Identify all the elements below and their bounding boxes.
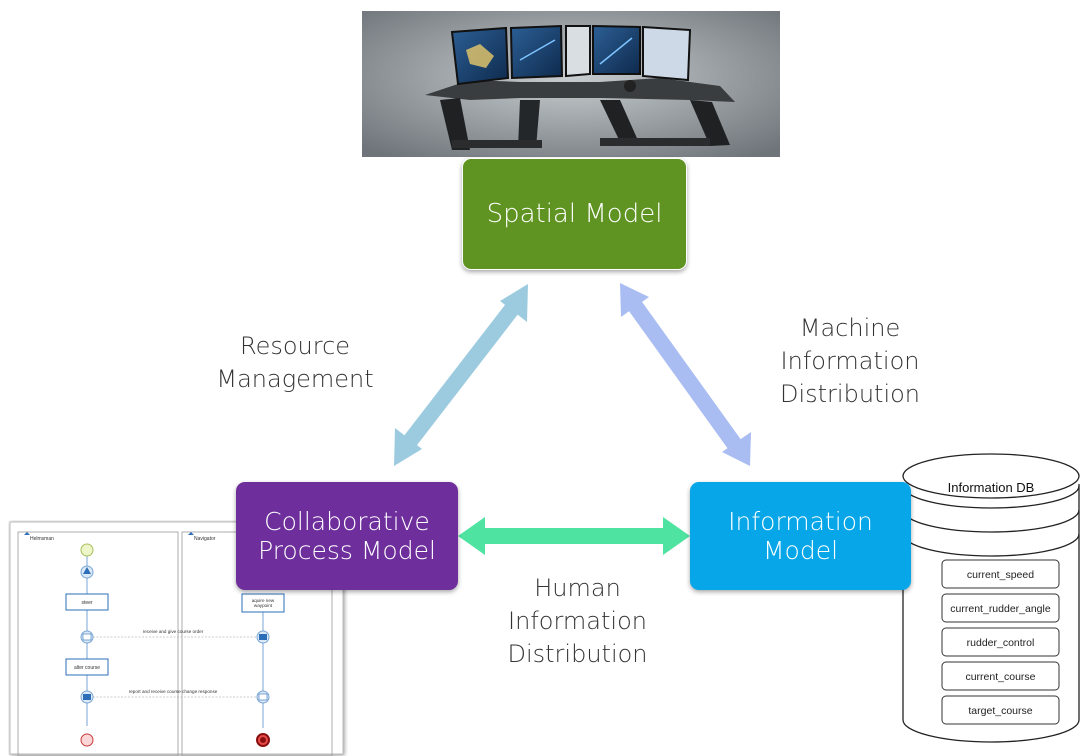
console-icon xyxy=(425,24,735,150)
message-course-order: receive and give course order xyxy=(143,629,204,634)
db-field-box xyxy=(941,661,1060,691)
human-information-arrow xyxy=(458,517,690,555)
collaborative-model-label: Collaborative Process Model xyxy=(258,506,436,566)
db-title: Information DB xyxy=(948,480,1035,495)
lane-helmsman-label: Helmsman xyxy=(30,536,54,542)
task-alter-course: alter course xyxy=(74,665,100,671)
spatial-model-label: Spatial Model xyxy=(486,198,663,229)
bridge-console-photo xyxy=(362,11,780,157)
db-field-box xyxy=(941,695,1060,725)
lane-navigator-label: Navigator xyxy=(194,536,216,542)
collaborative-process-model-node[interactable]: Collaborative Process Model xyxy=(236,482,458,590)
machine-information-distribution-label: Machine Information Distribution xyxy=(779,314,920,408)
information-model-node[interactable]: Information Model xyxy=(690,482,911,590)
resource-management-label: Resource Management xyxy=(216,332,374,393)
information-model-label: Information Model xyxy=(728,506,873,566)
message-course-change-response: report and receive course change respons… xyxy=(129,689,218,694)
lane-icon xyxy=(188,532,194,535)
spatial-model-node[interactable]: Spatial Model xyxy=(462,158,687,270)
human-information-distribution-label: Human Information Distribution xyxy=(507,574,648,668)
resource-management-arrow xyxy=(394,284,528,466)
db-field-current-rudder-angle: current_rudder_angle xyxy=(950,603,1051,615)
db-field-box xyxy=(941,627,1060,657)
db-field-box xyxy=(941,593,1060,623)
end-event-icon xyxy=(80,733,94,747)
machine-information-arrow xyxy=(620,283,751,466)
db-field-target-course: target_course xyxy=(968,705,1032,717)
task-steer: steer xyxy=(81,600,92,606)
db-field-current-course: current_course xyxy=(965,671,1035,683)
db-field-list: current_speed current_rudder_angle rudder_… xyxy=(941,559,1060,725)
information-db: Information DB current_speed current_rudd… xyxy=(902,453,1080,743)
db-field-box xyxy=(941,559,1060,589)
db-field-rudder-control: rudder_control xyxy=(967,637,1035,649)
db-field-current-speed: current_speed xyxy=(967,569,1034,581)
lane-icon xyxy=(24,532,30,535)
start-event-icon xyxy=(80,543,94,557)
